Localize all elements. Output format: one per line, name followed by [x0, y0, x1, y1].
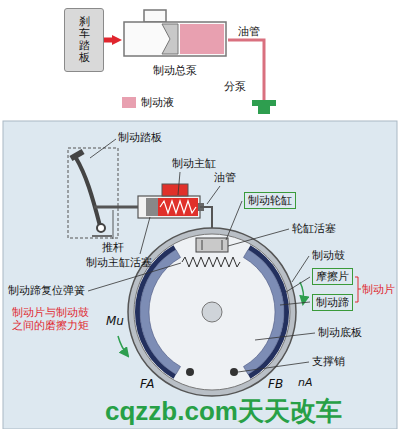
force-label: FB — [268, 377, 283, 391]
edge-label: 油管 — [238, 25, 260, 38]
watermark: cqzzb.com天天改车 — [105, 397, 342, 426]
note-text: 制动片与制动鼓之间的磨擦力矩 — [12, 306, 92, 332]
part-label: 油管 — [214, 171, 236, 184]
cylinder-symbol — [122, 8, 228, 64]
part-label-box: 摩擦片 — [312, 268, 353, 285]
part-label-box: 制动蹄 — [312, 294, 353, 311]
part-label: 制动片 — [362, 283, 395, 296]
legend-text: 制动液 — [141, 96, 174, 109]
wheel-cylinder: 分泵 — [224, 80, 276, 114]
node-text: 制动总泵 — [122, 64, 228, 77]
part-label: 推杆 — [102, 241, 124, 254]
legend-swatch — [122, 97, 136, 108]
part-label: 制动主缸 — [172, 157, 216, 170]
node-text: 摩擦片 — [316, 270, 349, 283]
pipe-connector — [228, 40, 264, 80]
legend-item: 制动液 — [122, 96, 174, 109]
part-label: 制动底板 — [318, 326, 362, 339]
node-text: 制动蹄 — [316, 296, 349, 309]
part-label: 制动鼓 — [312, 249, 345, 262]
symbol-label: nA — [298, 376, 313, 389]
part-label-box: 制动轮缸 — [244, 192, 296, 209]
pedal-box: 刹车踏板 — [64, 8, 104, 72]
master-cylinder: 制动总泵 — [122, 8, 228, 77]
symbol-label: Mu — [106, 314, 124, 328]
part-label: 制动踏板 — [118, 131, 162, 144]
push-arrow — [104, 38, 114, 43]
node-text: 分泵 — [224, 80, 276, 93]
part-label: 轮缸活塞 — [292, 222, 336, 235]
node-text: 制动轮缸 — [248, 194, 292, 207]
node-text: 刹车踏板 — [79, 16, 90, 64]
part-label: 支撑销 — [312, 355, 345, 368]
force-label: FA — [140, 377, 154, 391]
part-label: 制动主缸活塞 — [86, 256, 152, 269]
part-label: 制动蹄复位弹簧 — [8, 284, 85, 297]
